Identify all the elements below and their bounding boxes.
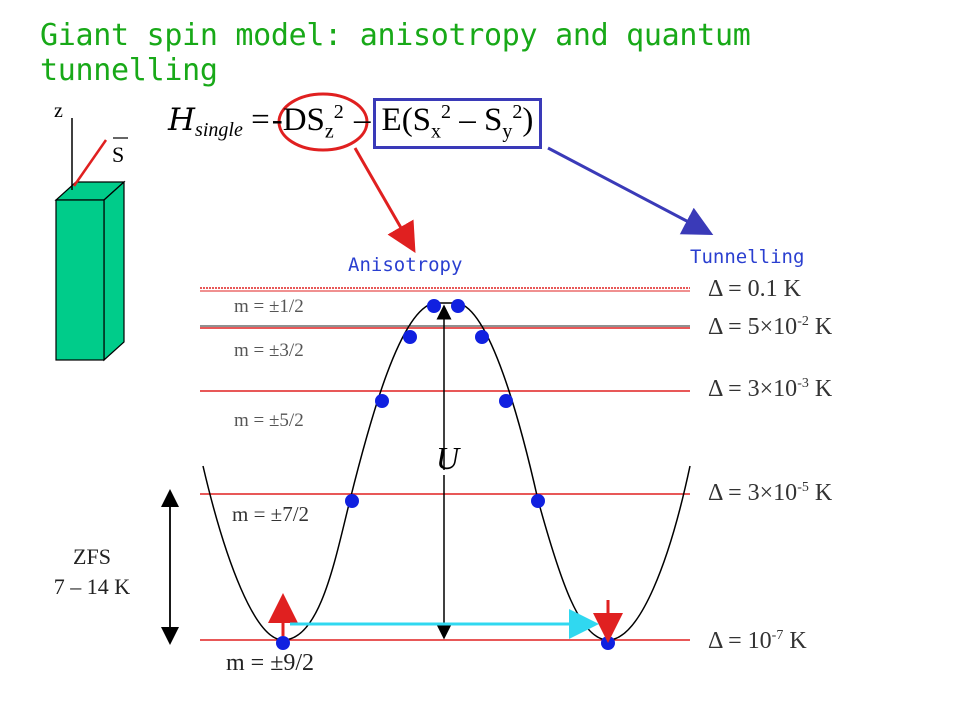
slide-title: Giant spin model: anisotropy and quantum…	[40, 18, 751, 88]
z-axis-label: z	[54, 100, 63, 122]
hamiltonian-subscript: single	[195, 119, 243, 141]
hamiltonian-symbol: H	[168, 102, 196, 138]
delta-label-m12: Δ = 0.1 K	[708, 276, 801, 302]
delta-label-m32: Δ = 5×10-2 K	[708, 314, 833, 340]
tunnelling-label: Tunnelling	[690, 246, 805, 268]
equals-sign: =	[251, 102, 270, 138]
anisotropy-ellipse	[277, 92, 369, 152]
spin-vector	[72, 139, 108, 187]
crystal-block	[54, 180, 126, 362]
state-dot	[531, 494, 545, 508]
state-dot	[345, 494, 359, 508]
tunnelling-term: E(Sx2 – Sy2)	[372, 98, 543, 149]
s-vector-label: S	[112, 142, 125, 167]
tunnelling-arrow	[547, 146, 714, 235]
level-label-m52: m = ±5/2	[234, 410, 304, 431]
level-label-m92: m = ±9/2	[226, 650, 315, 676]
anisotropy-arrow	[353, 147, 416, 253]
state-dot	[375, 394, 389, 408]
minus-sign: –	[354, 102, 371, 138]
hamiltonian-formula: Hsingle =-DSz2 –E(Sx2 – Sy2)	[168, 98, 543, 149]
level-label-m72: m = ±7/2	[232, 502, 310, 526]
state-dot	[475, 330, 489, 344]
level-label-m12: m = ±1/2	[234, 296, 304, 317]
barrier-label: U	[436, 440, 460, 476]
anisotropy-label: Anisotropy	[348, 254, 463, 276]
state-dot	[601, 636, 615, 650]
delta-label-m92: Δ = 10-7 K	[708, 628, 807, 654]
state-dot	[499, 394, 513, 408]
state-dot	[276, 636, 290, 650]
level-label-m32: m = ±3/2	[234, 340, 304, 361]
state-dot	[427, 299, 441, 313]
anisotropy-term: -DSz2	[271, 101, 344, 143]
state-dot	[403, 330, 417, 344]
delta-label-m72: Δ = 3×10-5 K	[708, 480, 833, 506]
state-dot	[451, 299, 465, 313]
zfs-label: ZFS 7 – 14 K	[53, 544, 131, 599]
delta-label-m52: Δ = 3×10-3 K	[708, 376, 833, 402]
